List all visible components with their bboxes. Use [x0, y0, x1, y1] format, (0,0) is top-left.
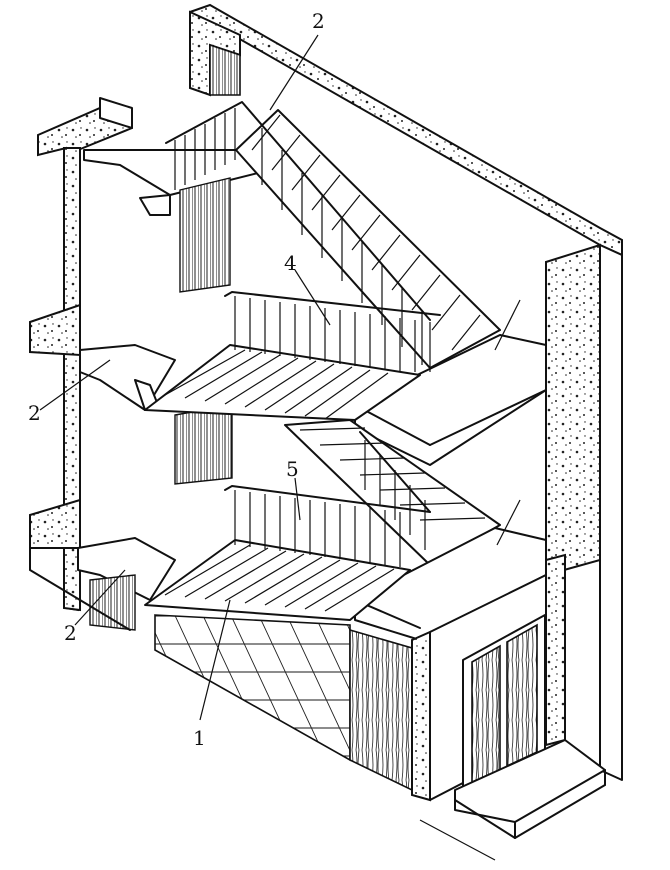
- middle-stair-flight: [144, 291, 441, 421]
- left-wall: [37, 97, 133, 612]
- rear-wall: [189, 3, 623, 781]
- top-pier: [189, 10, 241, 97]
- label-baluster: 5: [286, 457, 299, 481]
- entry-door: [462, 614, 546, 791]
- entry-step: [454, 739, 606, 839]
- top-landing: [83, 149, 271, 293]
- ground-stair-flight: [144, 485, 431, 621]
- ground-lines: [29, 547, 496, 861]
- leader-lines: [39, 34, 521, 721]
- top-stair-flight: [165, 101, 501, 369]
- label-ground-landing: 2: [64, 621, 77, 645]
- label-middle-landing: 2: [28, 401, 41, 425]
- ground-landing: [77, 537, 176, 631]
- tiled-floor: [154, 614, 351, 762]
- floor-slab-ends: [29, 303, 81, 549]
- label-top-landing: 2: [312, 9, 325, 33]
- label-handrail: 4: [284, 251, 297, 275]
- label-stair-flight: 1: [193, 726, 206, 750]
- lower-stair-flight: [284, 419, 501, 566]
